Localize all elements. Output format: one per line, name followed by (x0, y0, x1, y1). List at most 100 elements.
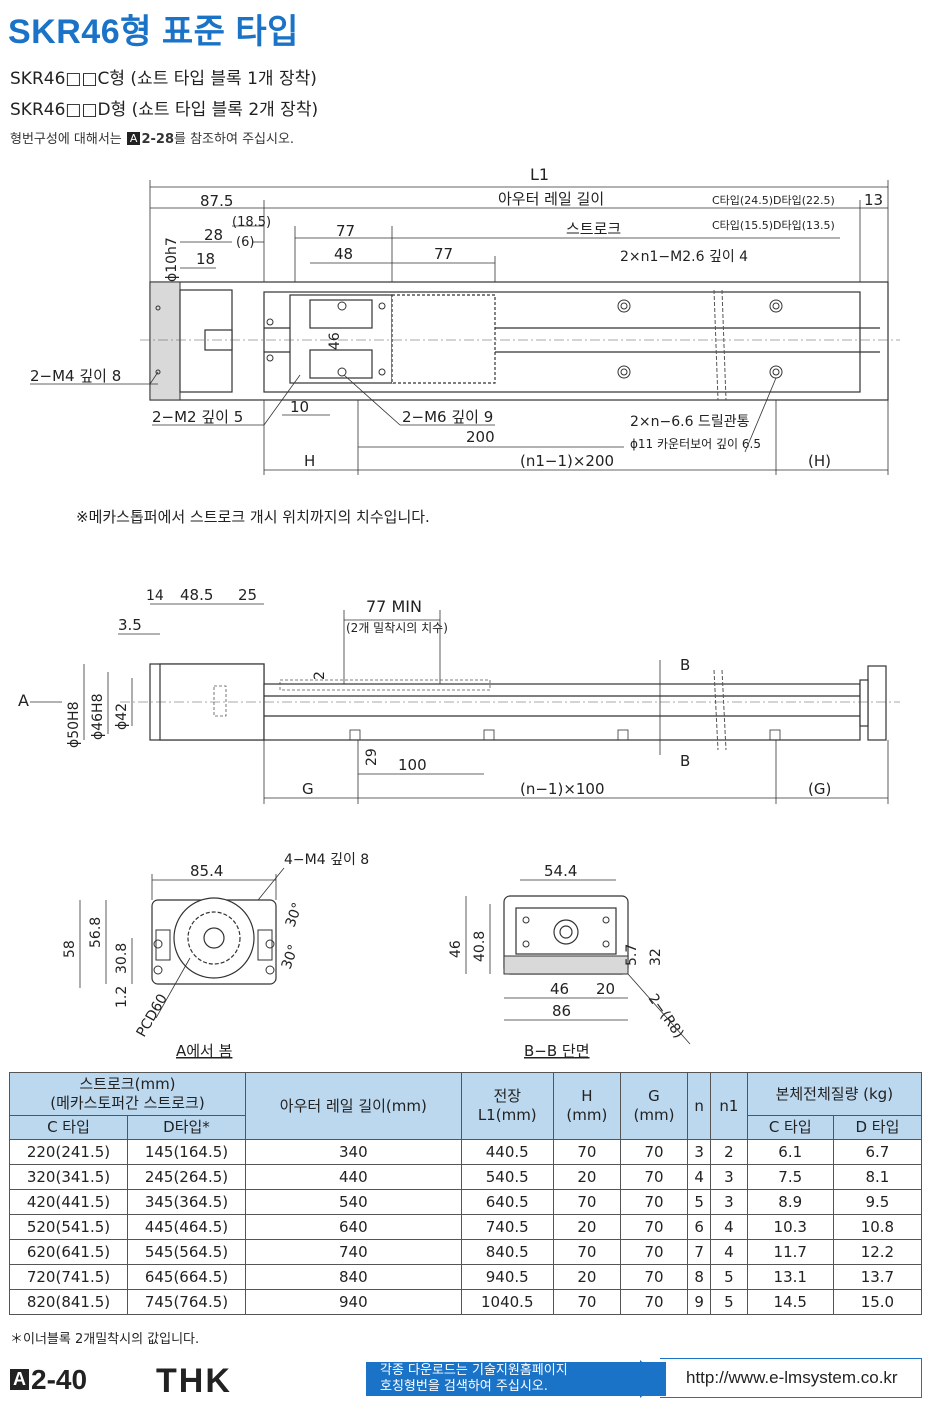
page-badge: A (10, 1369, 29, 1390)
dim-77b: 77 (434, 245, 453, 263)
dim-77-min: 77 MIN (366, 597, 422, 616)
dim-77a: 77 (336, 222, 355, 240)
label-counterbore: ϕ11 카운터보어 깊이 6.5 (630, 437, 761, 451)
header-mass-d: D 타입 (832, 1115, 923, 1140)
label-drill: 2×n−6.6 드릴관통 (630, 414, 750, 430)
dim-58: 58 (62, 940, 78, 958)
header-d-type: D타입* (126, 1115, 246, 1140)
caption-a-view: A에서 봄 (176, 1042, 232, 1060)
page-num-text: 2-40 (31, 1364, 88, 1395)
dim-48: 48 (334, 245, 353, 263)
download-banner[interactable]: 각종 다운로드는 기술지원홈페이지 호칭형번을 검색하여 주십시오. (366, 1362, 666, 1396)
dim-46-horiz: 46 (550, 980, 569, 998)
dim-outer-rail: 아우터 레일 길이 (498, 190, 604, 208)
thk-logo: THK (156, 1362, 232, 1400)
dim-85-4: 85.4 (190, 862, 223, 880)
end-view-drawing: 85.4 4−M4 깊이 8 58 56.8 30.8 1.2 PCD60 30… (62, 852, 369, 1060)
angle-30-bottom: 30° (279, 943, 303, 972)
dim-n1-pitch: (n1−1)×200 (520, 452, 614, 470)
subtitle-c-type: SKR46□□C형 (쇼트 타입 블록 1개 장착) (10, 69, 317, 89)
arrow-right-icon (640, 1360, 662, 1398)
section-mark-b-bottom: B (680, 752, 690, 770)
label-m2-holes: 2−M2 깊이 5 (152, 408, 243, 426)
subtitle-d-type: SKR46□□D형 (쇼트 타입 블록 2개 장착) (10, 100, 319, 120)
note-post: 를 참조하여 주십시오. (174, 132, 295, 147)
header-rail-length: 아우터 레일 길이(mm) (244, 1072, 462, 1140)
dim-29: 29 (364, 748, 380, 766)
dim-G-paren: (G) (808, 780, 831, 798)
caption-section-bb: B−B 단면 (524, 1042, 590, 1060)
top-view-drawing: 87.5 L1 아우터 레일 길이 C타입(24.5)D타입(22.5) C타입… (30, 165, 900, 526)
label-m4-holes: 2−M4 깊이 8 (30, 367, 121, 385)
dim-56-8: 56.8 (88, 917, 104, 948)
header-G: G(mm) (619, 1072, 689, 1140)
header-stroke: 스트로크(mm)(메카스토퍼간 스트로크) (9, 1072, 246, 1116)
banner-line-1: 각종 다운로드는 기술지원홈페이지 (380, 1363, 568, 1378)
dim-20: 20 (596, 980, 615, 998)
note-pre: 형번구성에 대해서는 (10, 132, 122, 147)
dim-G: G (302, 780, 314, 798)
dim-10: 10 (290, 398, 309, 416)
dim-L1: L1 (530, 165, 549, 184)
label-tap-holes: 2×n1−M2.6 깊이 4 (620, 249, 748, 265)
header-mass-c: C 타입 (746, 1115, 834, 1140)
section-view-drawing: 54.4 46 40.8 5.7 32 46 20 86 2−(R8) B−B … (448, 862, 691, 1060)
dim-5-7: 5.7 (624, 944, 640, 966)
view-mark-a: A (18, 691, 29, 710)
dim-H-paren: (H) (808, 452, 831, 470)
table-footnote: ＊이너블록 2개밀착시의 값입니다. (10, 1332, 200, 1347)
dim-phi46: ϕ46H8 (90, 694, 106, 740)
dim-14: 14 (146, 588, 164, 604)
dim-18: 18 (196, 250, 215, 268)
dim-n-pitch: (n−1)×100 (520, 780, 605, 798)
dim-77-min-note: (2개 밀착시의 치수) (346, 621, 448, 635)
dim-54-4: 54.4 (544, 862, 577, 880)
ref-badge: A (126, 132, 141, 145)
angle-30-top: 30° (283, 901, 307, 930)
dim-3-5: 3.5 (118, 616, 142, 634)
dim-6: (6) (236, 235, 254, 250)
dim-28: 28 (204, 226, 223, 244)
label-m4-end: 4−M4 깊이 8 (284, 852, 369, 868)
dim-87-5: 87.5 (200, 192, 233, 210)
dim-H: H (304, 452, 315, 470)
dim-phi50: ϕ50H8 (66, 702, 82, 748)
dim-48-5: 48.5 (180, 586, 213, 604)
label-pcd60: PCD60 (134, 991, 171, 1040)
ref-page-link[interactable]: 2-28 (141, 132, 174, 147)
banner-line-2: 호칭형번을 검색하여 주십시오. (380, 1379, 548, 1394)
website-link[interactable]: http://www.e-lmsystem.co.kr (660, 1358, 922, 1398)
section-mark-b-top: B (680, 656, 690, 674)
dim-86: 86 (552, 1002, 571, 1020)
dim-46-block: 46 (327, 332, 343, 350)
stopper-note: ※메카스톱퍼에서 스트로크 개시 위치까지의 치수입니다. (76, 508, 430, 526)
header-n: n (687, 1072, 712, 1140)
dim-32: 32 (648, 948, 664, 966)
dim-stroke: 스트로크 (566, 220, 621, 238)
side-view-drawing: 14 48.5 25 3.5 77 MIN (2개 밀착시의 치수) 2 B B… (18, 586, 900, 804)
dim-200: 200 (466, 428, 495, 446)
dim-46-vert: 46 (448, 940, 464, 958)
header-mass: 본체전체질량 (kg) (746, 1072, 923, 1116)
header-n1: n1 (710, 1072, 748, 1140)
dim-30-8: 30.8 (114, 943, 130, 974)
dim-18-5: (18.5) (232, 215, 271, 230)
dim-ctype-a: C타입(24.5)D타입(22.5) (712, 194, 835, 207)
dim-phi42: ϕ42 (114, 703, 130, 730)
header-H: H(mm) (552, 1072, 621, 1140)
dim-1-2: 1.2 (114, 986, 130, 1008)
dim-shaft-dia: ϕ10h7 (164, 237, 180, 282)
dim-40-8: 40.8 (472, 931, 488, 962)
header-c-type: C 타입 (9, 1115, 128, 1140)
